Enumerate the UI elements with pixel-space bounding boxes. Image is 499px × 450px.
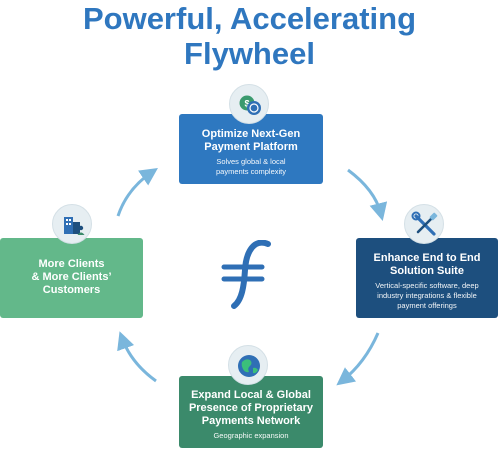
page-title-line-1: Powerful, Accelerating [82, 1, 417, 36]
card-description: Geographic expansion [213, 431, 288, 441]
card-heading: More Clients & More Clients’ Customers [31, 258, 111, 297]
card-description-line: industry integrations & flexible [377, 290, 477, 300]
card-expand-network: Expand Local & Global Presence of Propri… [179, 376, 323, 448]
card-description-line: payment offerings [397, 300, 457, 310]
card-heading: Enhance End to End Solution Suite [374, 252, 481, 278]
card-more-clients: More Clients & More Clients’ Customers [0, 238, 143, 318]
card-description-line: Geographic expansion [213, 431, 289, 440]
card-enhance-solution: Enhance End to End Solution Suite Vertic… [356, 238, 498, 318]
globe-icon [228, 345, 268, 385]
flywire-logo [221, 240, 271, 309]
card-heading-line: Payments Network [201, 415, 301, 427]
arrow-left-to-top [116, 167, 158, 217]
card-description: Solves global & local payments complexit… [216, 157, 286, 177]
card-heading-line: Enhance End to End [373, 251, 481, 264]
card-heading-line: Optimize Next-Gen [201, 127, 301, 140]
arrow-bottom-to-left [117, 331, 157, 383]
card-heading-line: More Clients [38, 257, 105, 270]
card-heading: Optimize Next-Gen Payment Platform [202, 128, 300, 154]
card-heading-line: & More Clients’ [31, 270, 112, 283]
arrow-right-to-bottom [336, 332, 380, 386]
card-description-line: payments complexity [215, 166, 287, 176]
arrow-top-to-right [347, 168, 388, 221]
wrench-screwdriver-icon [404, 204, 444, 244]
buildings-people-icon [52, 204, 92, 244]
card-heading-line: Solution Suite [390, 264, 464, 277]
page-title-line-2: Flywheel [184, 36, 315, 71]
card-description-line: Vertical-specific software, deep [375, 280, 479, 290]
card-description: Vertical-specific software, deep industr… [375, 281, 478, 311]
card-optimize-platform: Optimize Next-Gen Payment Platform Solve… [179, 114, 323, 184]
card-heading-line: Payment Platform [204, 140, 298, 153]
card-heading-line: Presence of Proprietary [188, 402, 314, 414]
card-heading-line: Expand Local & Global [191, 389, 311, 401]
card-description-line: Solves global & local [216, 156, 286, 166]
card-heading-line: Customers [42, 283, 101, 296]
currency-coins-icon: $ [229, 84, 269, 124]
card-heading: Expand Local & Global Presence of Propri… [189, 389, 313, 428]
svg-text:$: $ [244, 99, 249, 109]
